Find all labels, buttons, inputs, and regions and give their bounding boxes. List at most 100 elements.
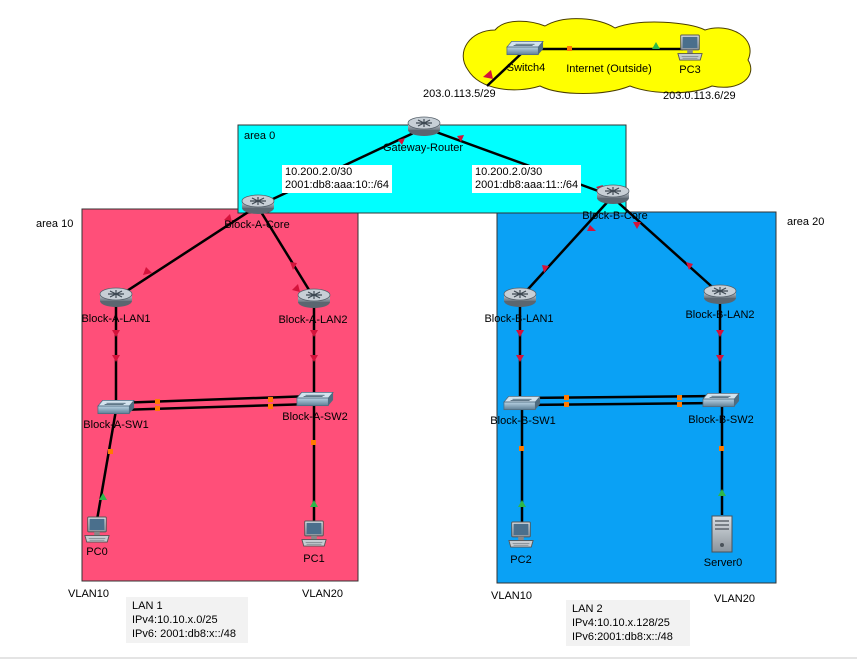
link-marker <box>516 355 524 362</box>
link-marker <box>224 214 232 222</box>
link-b-sw1-sw2-lower <box>521 401 719 407</box>
lan1-ipv6: IPv6: 2001:db8:x::/48 <box>132 628 236 640</box>
port-dot <box>108 449 113 454</box>
pc-icon[interactable] <box>677 34 703 61</box>
port-dot <box>519 446 524 451</box>
link-a-ipv4: 10.200.2.0/30 <box>285 166 353 178</box>
port-dot <box>155 399 160 404</box>
link-b-network-box: 10.200.2.0/30 2001:db8:aaa:11::/64 <box>472 165 582 193</box>
link-marker <box>143 267 152 275</box>
vlan20-b-label: VLAN20 <box>714 593 755 605</box>
pc-icon[interactable] <box>84 516 110 543</box>
lan1-title: LAN 1 <box>132 600 163 612</box>
link-marker <box>542 265 549 273</box>
router-icon[interactable] <box>503 287 537 308</box>
vlan10-b-label: VLAN10 <box>491 590 532 602</box>
link-marker <box>112 330 120 337</box>
port-dot <box>567 46 572 51</box>
pc-icon[interactable] <box>301 520 327 547</box>
router-icon[interactable] <box>241 194 275 215</box>
pc1-label: PC1 <box>303 553 325 565</box>
link-marker <box>457 135 464 142</box>
link-marker <box>587 225 596 231</box>
router-icon[interactable] <box>596 184 630 205</box>
link-b-ipv6: 2001:db8:aaa:11::/64 <box>475 179 579 191</box>
lan1-ipv4: IPv4:10.10.x.0/25 <box>132 614 218 626</box>
block-b-lan2-label: Block-B-LAN2 <box>685 309 755 321</box>
link-b-sw1-sw2-upper <box>521 394 719 400</box>
switch4-label: Switch4 <box>506 62 546 74</box>
internet-cloud <box>462 18 752 94</box>
pc2-label: PC2 <box>510 554 532 566</box>
link-b-core-lan2 <box>611 196 721 295</box>
block-b-sw1-label: Block-B-SW1 <box>490 415 556 427</box>
link-marker <box>310 500 318 507</box>
link-gateway-switch4 <box>486 51 524 87</box>
server-icon[interactable] <box>711 515 733 553</box>
block-a-core-label: Block-A-Core <box>224 219 290 231</box>
switch-icon[interactable] <box>506 40 544 56</box>
link-marker <box>716 355 724 362</box>
switch-icon[interactable] <box>702 392 740 408</box>
server0-label: Server0 <box>703 557 743 569</box>
port-dots <box>108 46 724 454</box>
port-dot <box>311 440 316 445</box>
port-dot <box>564 402 569 407</box>
link-a-sw1-sw2-upper <box>117 394 313 405</box>
link-a-core-lan1 <box>115 205 257 300</box>
port-dot <box>719 446 724 451</box>
lan2-title: LAN 2 <box>572 603 603 615</box>
port-dot <box>677 402 682 407</box>
lan2-ipv6: IPv6:2001:db8:x::/48 <box>572 631 673 643</box>
link-marker <box>518 500 526 507</box>
block-a-lan1-label: Block-A-LAN1 <box>81 313 151 325</box>
lan1-note: LAN 1 IPv4:10.10.x.0/25 IPv6: 2001:db8:x… <box>126 597 248 643</box>
link-marker <box>112 355 120 362</box>
pc-icon[interactable] <box>508 521 534 548</box>
switch-icon[interactable] <box>503 395 541 411</box>
link-a-network-box: 10.200.2.0/30 2001:db8:aaa:10::/64 <box>282 165 392 193</box>
link-marker <box>633 222 641 229</box>
block-a-sw2-label: Block-A-SW2 <box>282 411 348 423</box>
link-b-core-lan1 <box>519 196 613 299</box>
switch-icon[interactable] <box>97 399 135 415</box>
pc3-label: PC3 <box>679 64 701 76</box>
link-a-ipv6: 2001:db8:aaa:10::/64 <box>285 179 389 191</box>
area-20-label: area 20 <box>787 216 825 228</box>
router-icon[interactable] <box>99 287 133 308</box>
link-marker <box>483 70 493 79</box>
router-icon[interactable] <box>407 116 441 137</box>
link-marker <box>290 262 297 270</box>
isp-pc3-address: 203.0.113.6/29 <box>663 90 736 102</box>
link-up-markers <box>99 42 726 507</box>
gateway-router-label: Gateway-Router <box>382 142 464 154</box>
router-icon[interactable] <box>297 288 331 309</box>
block-a-sw1-label: Block-A-SW1 <box>83 419 149 431</box>
vlan10-a-label: VLAN10 <box>68 588 109 600</box>
lan2-note: LAN 2 IPv4:10.10.x.128/25 IPv6:2001:db8:… <box>566 600 690 646</box>
link-marker <box>516 330 524 337</box>
switch-icon[interactable] <box>296 391 334 407</box>
area-0-label: area 0 <box>244 130 276 142</box>
isp-gateway-address: 203.0.113.5/29 <box>423 88 496 100</box>
internet-label: Internet (Outside) <box>566 63 652 75</box>
link-a-core-lan2 <box>256 206 316 299</box>
router-icon[interactable] <box>703 284 737 305</box>
block-a-lan2-label: Block-A-LAN2 <box>278 314 348 326</box>
link-marker <box>652 42 660 49</box>
block-b-sw2-label: Block-B-SW2 <box>688 414 754 426</box>
link-marker <box>310 330 318 337</box>
link-marker <box>310 355 318 362</box>
link-marker <box>716 330 724 337</box>
port-dot <box>677 395 682 400</box>
vlan20-a-label: VLAN20 <box>302 588 343 600</box>
link-marker <box>718 489 726 496</box>
link-marker <box>99 493 107 500</box>
link-marker <box>398 138 405 145</box>
block-b-lan1-label: Block-B-LAN1 <box>484 313 554 325</box>
lan2-ipv4: IPv4:10.10.x.128/25 <box>572 617 670 629</box>
port-dot <box>268 397 273 402</box>
link-a-sw1-pc0 <box>95 409 118 521</box>
link-marker <box>292 284 300 292</box>
pc0-label: PC0 <box>86 546 108 558</box>
